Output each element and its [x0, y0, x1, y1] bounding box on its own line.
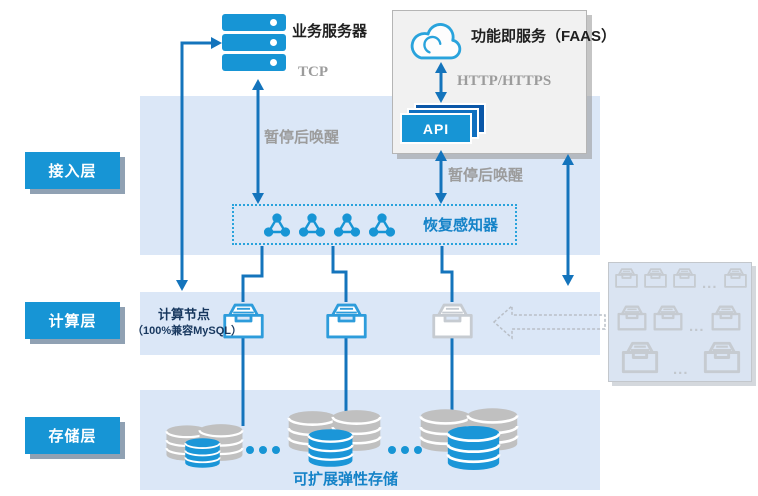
- drawer-icon-medium: [617, 305, 647, 331]
- drawer-icon-large: [703, 341, 740, 374]
- compute-node-title: 计算节点: [157, 307, 210, 322]
- node-cluster-icon: [368, 212, 396, 237]
- arrowhead-down: [562, 275, 574, 286]
- drawer-icon-small: [723, 268, 747, 288]
- drawer-icon-medium: [653, 305, 683, 331]
- panel-ellipsis: ...: [702, 275, 718, 292]
- drawer-icon-small: [644, 268, 667, 288]
- server-led-icon: [270, 59, 277, 66]
- compute-node-icon-standby: [432, 303, 473, 339]
- faas-label: 功能即服务（FAAS）: [471, 28, 617, 45]
- storage-cylinder-blue: [307, 429, 354, 467]
- storage-ellipsis-dots: [388, 446, 422, 454]
- faas-box: 功能即服务（FAAS） HTTP/HTTPS API: [392, 10, 616, 154]
- drawer-icon-medium: [711, 305, 741, 331]
- elastic-storage-label: 可扩展弹性存储: [293, 471, 399, 488]
- compute-node-icon-1: [223, 303, 264, 339]
- panel-ellipsis: ...: [689, 318, 705, 335]
- compute-node-icon-2: [326, 303, 367, 339]
- http-https-label: HTTP/HTTPS: [457, 73, 552, 89]
- compute-node-label: 计算节点 （100%兼容MySQL）: [132, 307, 243, 339]
- scale-out-panel: ... ...: [608, 262, 752, 382]
- drawer-icon-small: [615, 268, 638, 288]
- storage-cylinder-blue: [446, 426, 501, 470]
- server-led-icon: [270, 19, 277, 26]
- arrowhead-right: [211, 37, 222, 49]
- drawer-icon-small: [673, 268, 696, 288]
- recovery-sensor-box: 恢复感知器: [232, 204, 517, 245]
- node-cluster-icon: [263, 212, 291, 237]
- panel-ellipsis: ...: [673, 361, 689, 378]
- business-server-label: 业务服务器: [292, 23, 368, 40]
- server-led-icon: [270, 39, 277, 46]
- server-rack-bar: [222, 34, 286, 51]
- pause-wake-label-right: 暂停后唤醒: [448, 167, 524, 184]
- api-gateway: API: [400, 113, 472, 144]
- node-cluster-icon: [298, 212, 326, 237]
- drawer-icon-large: [621, 341, 659, 374]
- business-server-icon: [222, 14, 286, 74]
- server-rack-bar: [222, 14, 286, 31]
- server-rack-bar: [222, 54, 286, 71]
- storage-layer-label: 存储层: [25, 417, 120, 454]
- node-cluster-icon: [333, 212, 361, 237]
- cloud-icon: [410, 23, 462, 60]
- compute-layer-label: 计算层: [25, 302, 120, 339]
- pause-wake-label-left: 暂停后唤醒: [264, 129, 340, 146]
- arrowhead-up: [252, 79, 264, 90]
- tcp-label: TCP: [298, 64, 328, 80]
- arrowhead-down: [176, 280, 188, 291]
- recovery-sensor-label: 恢复感知器: [423, 217, 499, 234]
- compute-node-subtitle: （100%兼容MySQL）: [132, 325, 243, 337]
- storage-cylinder-blue: [184, 438, 221, 468]
- storage-ellipsis-dots: [246, 446, 280, 454]
- access-layer-label: 接入层: [25, 152, 120, 189]
